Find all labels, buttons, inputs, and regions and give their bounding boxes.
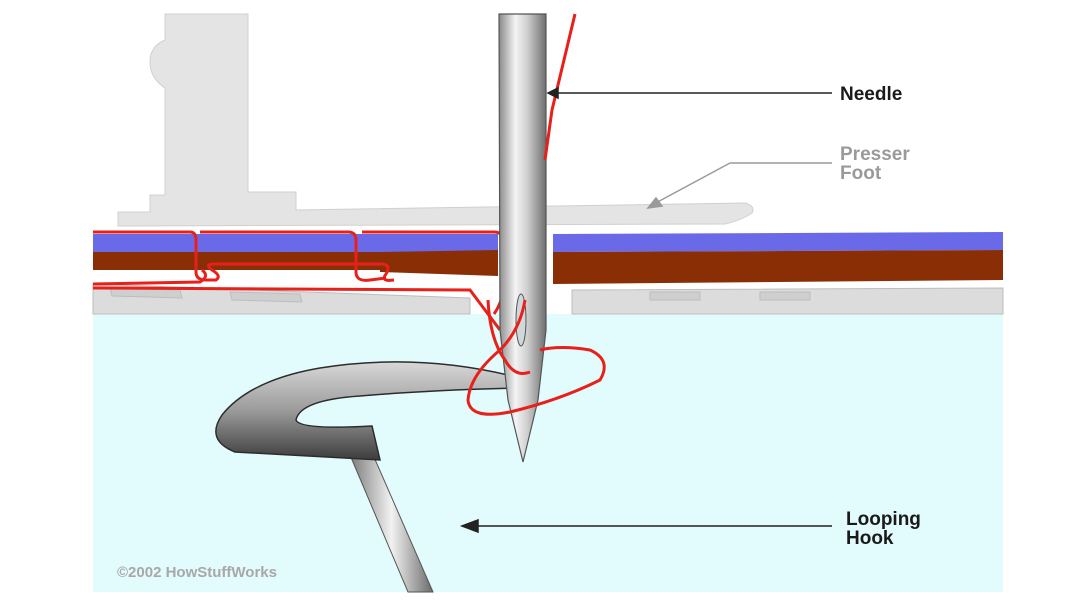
fabric-left [93,234,498,276]
presser-foot-pointer [646,162,832,210]
presser-foot-label-line2: Foot [840,163,882,184]
presser-foot [117,13,754,227]
needle [498,13,547,463]
looping-hook-label-line1: Looping [846,509,921,530]
upper-thread [543,13,577,161]
pointer-lines [459,86,832,534]
needle-label: Needle [840,84,902,105]
presser-foot-label-line1: Presser [840,144,910,165]
fabric-right [553,232,1003,284]
looping-hook [215,361,521,461]
copyright-text: ©2002 HowStuffWorks [117,564,277,581]
machine-bed [93,314,1003,592]
thread-loop [466,299,606,416]
throat-plate [92,283,1004,315]
looping-hook-label-line2: Hook [846,528,894,549]
